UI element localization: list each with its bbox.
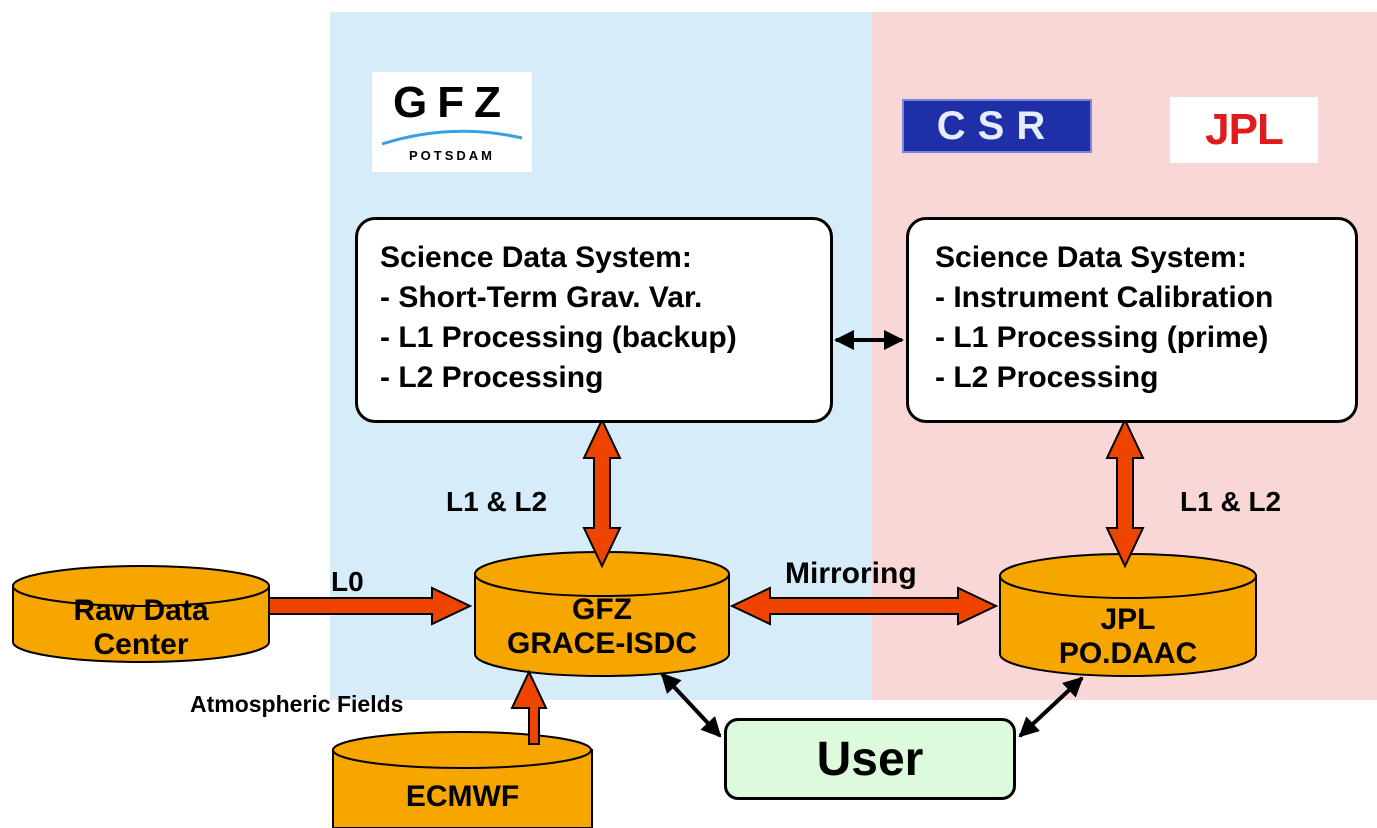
ecmwf-label: ECMWF <box>333 780 592 814</box>
isdc-user-arrow <box>660 672 722 738</box>
l1l2-right-arrow <box>1105 417 1145 569</box>
gfz-potsdam-logo: GFZ POTSDAM <box>372 72 532 172</box>
sds-right-line: Science Data System: <box>935 241 1247 274</box>
sds-left-line: - Short-Term Grav. Var. <box>380 281 703 314</box>
jpl-logo-text: JPL <box>1205 105 1284 154</box>
jpl-podaac-db-icon <box>999 553 1257 677</box>
sds-right-line: - L2 Processing <box>935 361 1159 394</box>
raw-data-center-line: Raw Data <box>73 594 209 627</box>
l1l2-left-label: L1 & L2 <box>446 486 548 517</box>
gfz-logo-main-text: GFZ <box>393 78 511 127</box>
user-label: User <box>816 732 924 786</box>
user-box: User <box>724 718 1016 800</box>
gfz-isdc-label: GFZ GRACE-ISDC <box>475 593 729 661</box>
csr-logo: CSR <box>902 99 1092 153</box>
daac-user-arrow <box>1018 676 1084 738</box>
sds-right-line: - Instrument Calibration <box>935 281 1274 314</box>
l0-label: L0 <box>331 566 364 597</box>
sds-left-line: Science Data System: <box>380 241 692 274</box>
atmospheric-fields-label: Atmospheric Fields <box>190 691 404 717</box>
sds-left-line: - L2 Processing <box>380 361 604 394</box>
l1l2-left-arrow <box>582 417 622 569</box>
ecmwf-arrow <box>510 669 548 745</box>
sds-left-box: Science Data System: - Short-Term Grav. … <box>355 217 833 423</box>
gfz-isdc-line: GFZ <box>572 593 632 626</box>
l1l2-right-label: L1 & L2 <box>1180 486 1282 517</box>
mirroring-arrow <box>729 586 999 626</box>
sds-right-box: Science Data System: - Instrument Calibr… <box>906 217 1358 423</box>
sds-left-line: - L1 Processing (backup) <box>380 321 737 354</box>
csr-logo-text: CSR <box>936 104 1058 148</box>
mirroring-label: Mirroring <box>785 557 917 590</box>
l0-arrow <box>268 586 473 626</box>
raw-data-center-db-icon <box>12 565 270 663</box>
raw-data-center-line: Center <box>93 628 189 661</box>
jpl-logo: JPL <box>1170 97 1318 163</box>
gfz-logo-sub-text: POTSDAM <box>409 148 495 163</box>
gfz-isdc-line: GRACE-ISDC <box>506 627 697 660</box>
ecmwf-db-icon <box>332 731 593 828</box>
gfz-logo-swoosh <box>381 129 523 146</box>
ecmwf-line: ECMWF <box>405 780 520 813</box>
jpl-podaac-label: JPL PO.DAAC <box>1000 603 1256 671</box>
sds-right-line: - L1 Processing (prime) <box>935 321 1269 354</box>
jpl-podaac-line: JPL <box>1100 603 1156 636</box>
raw-data-center-label: Raw Data Center <box>13 594 269 662</box>
jpl-podaac-line: PO.DAAC <box>1058 637 1198 670</box>
